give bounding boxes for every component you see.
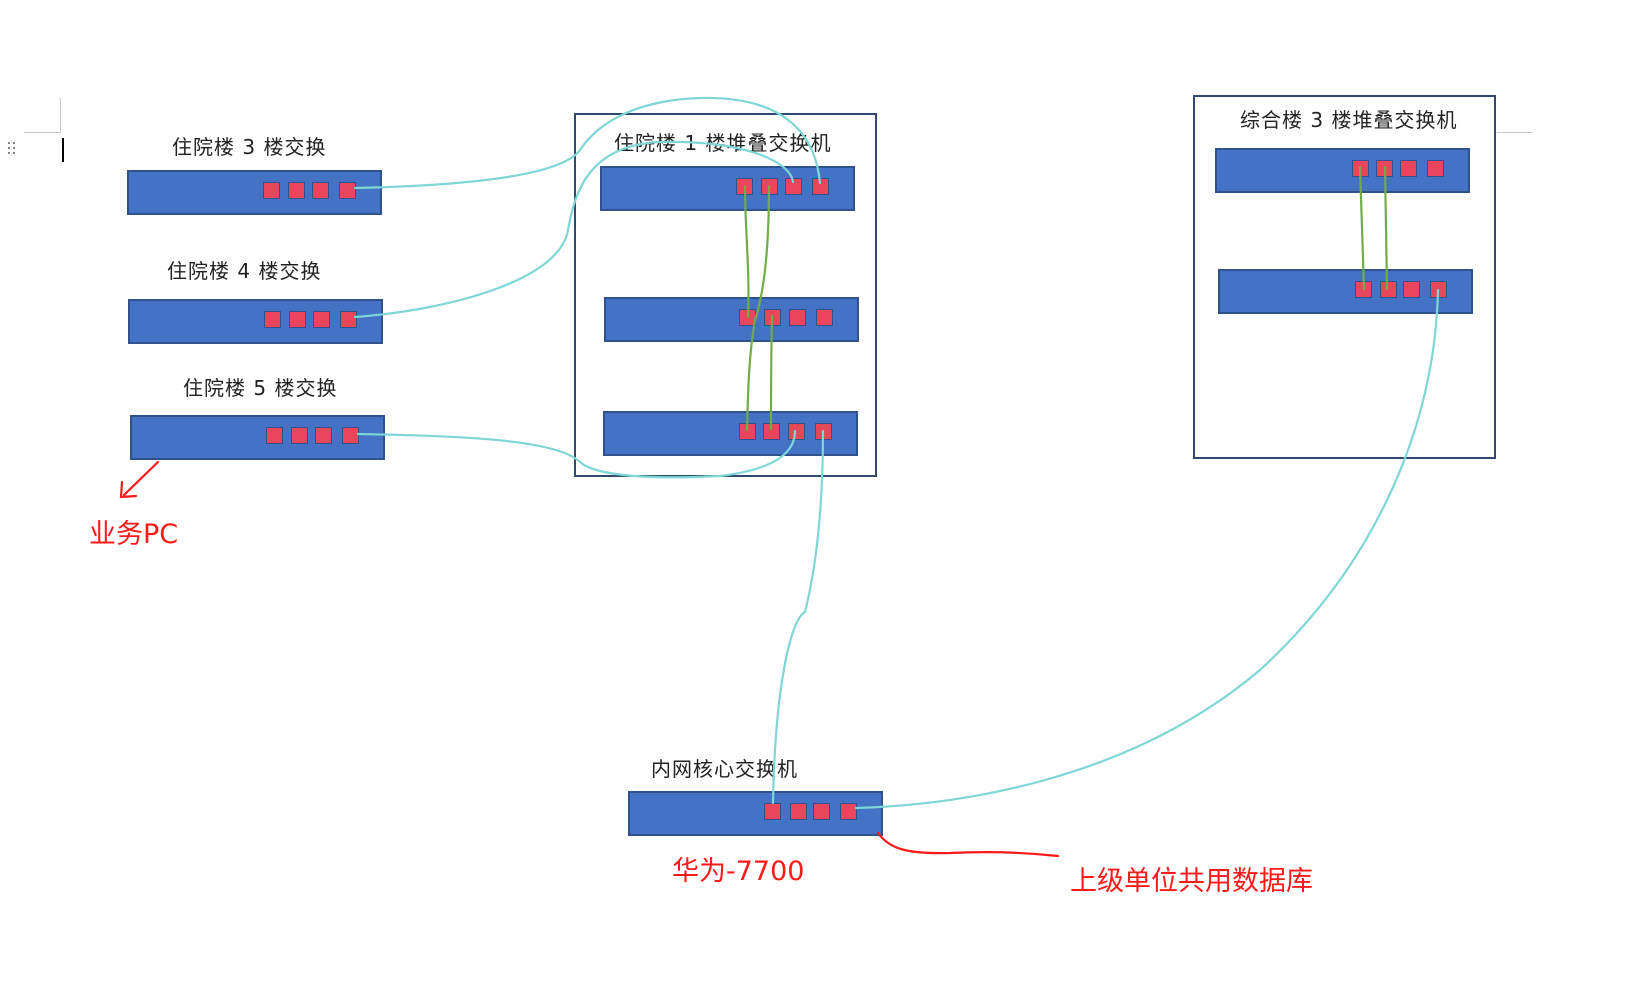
port-2[interactable] bbox=[790, 803, 807, 820]
port-1[interactable] bbox=[739, 309, 756, 326]
stack-inpatient-1f-member-2[interactable] bbox=[604, 297, 859, 342]
cable-stack3-to-core bbox=[771, 429, 825, 805]
port-1[interactable] bbox=[736, 178, 753, 195]
label-core-switch: 内网核心交换机 bbox=[651, 757, 798, 781]
port-1[interactable] bbox=[264, 311, 281, 328]
annotation-core-model: 华为-7700 bbox=[672, 856, 805, 887]
port-1[interactable] bbox=[764, 803, 781, 820]
port-3[interactable] bbox=[312, 182, 329, 199]
port-2[interactable] bbox=[763, 423, 780, 440]
margin-corner-right bbox=[1497, 132, 1533, 133]
port-4[interactable] bbox=[340, 311, 357, 328]
port-1[interactable] bbox=[266, 427, 283, 444]
port-3[interactable] bbox=[789, 309, 806, 326]
switch-inpatient-5f[interactable] bbox=[130, 415, 385, 460]
drag-handle-icon[interactable] bbox=[8, 142, 16, 154]
port-3[interactable] bbox=[813, 803, 830, 820]
port-4[interactable] bbox=[339, 182, 356, 199]
port-4[interactable] bbox=[815, 423, 832, 440]
label-inpatient-1f-stack: 住院楼 1 楼堆叠交换机 bbox=[614, 131, 832, 155]
port-4[interactable] bbox=[342, 427, 359, 444]
stack-general-3f-member-2[interactable] bbox=[1218, 269, 1473, 314]
port-2[interactable] bbox=[289, 311, 306, 328]
port-3[interactable] bbox=[1400, 160, 1417, 177]
port-2[interactable] bbox=[1380, 281, 1397, 298]
port-4[interactable] bbox=[1430, 281, 1447, 298]
port-1[interactable] bbox=[739, 423, 756, 440]
port-3[interactable] bbox=[1403, 281, 1420, 298]
annotation-shared-database: 上级单位共用数据库 bbox=[1070, 866, 1313, 897]
margin-corner-vertical bbox=[60, 98, 61, 132]
label-inpatient-3f: 住院楼 3 楼交换 bbox=[172, 135, 327, 159]
port-4[interactable] bbox=[1427, 160, 1444, 177]
port-3[interactable] bbox=[315, 427, 332, 444]
port-2[interactable] bbox=[288, 182, 305, 199]
port-2[interactable] bbox=[291, 427, 308, 444]
annotation-business-pc: 业务PC bbox=[89, 519, 179, 550]
stack-inpatient-1f-member-3[interactable] bbox=[603, 411, 858, 456]
switch-core[interactable] bbox=[628, 791, 883, 836]
port-4[interactable] bbox=[840, 803, 857, 820]
switch-inpatient-4f[interactable] bbox=[128, 299, 383, 344]
port-1[interactable] bbox=[1352, 160, 1369, 177]
port-4[interactable] bbox=[816, 309, 833, 326]
port-4[interactable] bbox=[812, 178, 829, 195]
stack-general-3f-member-1[interactable] bbox=[1215, 148, 1470, 193]
port-3[interactable] bbox=[785, 178, 802, 195]
port-2[interactable] bbox=[761, 178, 778, 195]
pointer-shared-database bbox=[876, 831, 1060, 858]
port-1[interactable] bbox=[263, 182, 280, 199]
port-3[interactable] bbox=[788, 423, 805, 440]
stack-inpatient-1f-member-1[interactable] bbox=[600, 166, 855, 211]
margin-corner-horizontal bbox=[24, 132, 61, 133]
arrow-business-pc-head bbox=[119, 480, 138, 499]
port-1[interactable] bbox=[1355, 281, 1372, 298]
port-2[interactable] bbox=[1376, 160, 1393, 177]
label-inpatient-5f: 住院楼 5 楼交换 bbox=[183, 376, 338, 400]
port-3[interactable] bbox=[313, 311, 330, 328]
switch-inpatient-3f[interactable] bbox=[127, 170, 382, 215]
arrow-business-pc bbox=[122, 460, 160, 497]
label-general-3f-stack: 综合楼 3 楼堆叠交换机 bbox=[1240, 108, 1458, 132]
text-cursor bbox=[62, 138, 64, 162]
port-2[interactable] bbox=[764, 309, 781, 326]
label-inpatient-4f: 住院楼 4 楼交换 bbox=[167, 259, 322, 283]
